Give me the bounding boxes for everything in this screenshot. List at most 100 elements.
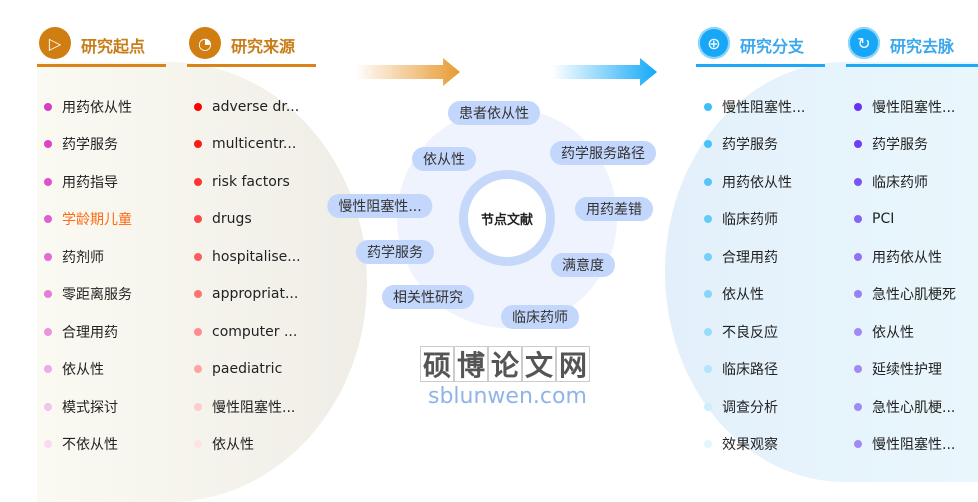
list-item-label: 学龄期儿童 xyxy=(62,212,132,229)
list-item[interactable]: 慢性阻塞性... xyxy=(854,88,956,126)
list-item[interactable]: 临床药师 xyxy=(704,201,805,239)
keyword-node[interactable]: 慢性阻塞性... xyxy=(327,194,433,218)
list-item[interactable]: 药剂师 xyxy=(44,238,132,276)
list-item-label: computer ... xyxy=(212,323,298,340)
column-title: 研究起点 xyxy=(81,37,146,56)
list-item[interactable]: 药学服务 xyxy=(704,126,805,164)
play-icon: ▷ xyxy=(39,27,71,59)
list-item[interactable]: 用药依从性 xyxy=(854,238,956,276)
list-item[interactable]: 不依从性 xyxy=(44,426,132,464)
list-item[interactable]: paediatric xyxy=(194,351,301,389)
keyword-node[interactable]: 满意度 xyxy=(551,253,615,277)
center-node[interactable]: 节点文献 xyxy=(459,170,555,266)
list-item[interactable]: 合理用药 xyxy=(704,238,805,276)
bullet-dot-icon xyxy=(854,252,862,261)
keyword-node[interactable]: 患者依从性 xyxy=(448,101,540,125)
watermark-char: 网 xyxy=(556,346,590,382)
bullet-dot-icon xyxy=(854,440,862,449)
watermark-url: sblunwen.com xyxy=(428,384,587,409)
list-item-label: 用药依从性 xyxy=(722,174,792,191)
bullet-dot-icon xyxy=(704,215,712,224)
list-item-label: drugs xyxy=(212,211,252,228)
list-item-label: 调查分析 xyxy=(722,399,778,416)
list-item[interactable]: 学龄期儿童 xyxy=(44,201,132,239)
list-item-label: 急性心肌梗死 xyxy=(872,287,956,304)
list-item-label: 临床药师 xyxy=(722,212,778,229)
watermark-char: 博 xyxy=(454,346,488,382)
list-item[interactable]: computer ... xyxy=(194,313,301,351)
list-item[interactable]: 模式探讨 xyxy=(44,388,132,426)
list-item[interactable]: 急性心肌梗死 xyxy=(854,276,956,314)
list-item[interactable]: hospitalise... xyxy=(194,238,301,276)
bullet-dot-icon xyxy=(854,102,862,111)
list-item[interactable]: 用药指导 xyxy=(44,163,132,201)
list-item[interactable]: adverse dr... xyxy=(194,88,301,126)
list-item-label: 药学服务 xyxy=(62,137,118,154)
list-item-label: 依从性 xyxy=(722,287,764,304)
watermark-char: 硕 xyxy=(420,346,454,382)
list-item[interactable]: 合理用药 xyxy=(44,313,132,351)
list-item[interactable]: 调查分析 xyxy=(704,388,805,426)
list-item[interactable]: 临床药师 xyxy=(854,163,956,201)
list-item-label: 合理用药 xyxy=(62,324,118,341)
bullet-dot-icon xyxy=(704,102,712,111)
list-item-label: 药剂师 xyxy=(62,249,104,266)
list-item-label: risk factors xyxy=(212,173,290,190)
keyword-node[interactable]: 相关性研究 xyxy=(382,285,474,309)
list-item[interactable]: 零距离服务 xyxy=(44,276,132,314)
list-item[interactable]: risk factors xyxy=(194,163,301,201)
bullet-dot-icon xyxy=(854,215,862,224)
bullet-dot-icon xyxy=(194,252,202,261)
keyword-node[interactable]: 临床药师 xyxy=(501,305,579,329)
bullet-dot-icon xyxy=(194,177,202,186)
list-item[interactable]: 延续性护理 xyxy=(854,351,956,389)
research-branch-list: 慢性阻塞性...药学服务用药依从性临床药师合理用药依从性不良反应临床路径调查分析… xyxy=(704,88,805,463)
list-item[interactable]: 药学服务 xyxy=(44,126,132,164)
list-item[interactable]: 慢性阻塞性... xyxy=(194,388,301,426)
keyword-node[interactable]: 药学服务路径 xyxy=(550,141,656,165)
bullet-dot-icon xyxy=(704,402,712,411)
column-title: 研究去脉 xyxy=(890,37,955,56)
keyword-node[interactable]: 依从性 xyxy=(412,147,476,171)
watermark-char: 论 xyxy=(488,346,522,382)
list-item[interactable]: 慢性阻塞性... xyxy=(854,426,956,464)
bullet-dot-icon xyxy=(44,140,52,149)
list-item-label: 用药依从性 xyxy=(62,99,132,116)
list-item[interactable]: 临床路径 xyxy=(704,351,805,389)
bullet-dot-icon xyxy=(704,440,712,449)
research-start-list: 用药依从性药学服务用药指导学龄期儿童药剂师零距离服务合理用药依从性模式探讨不依从… xyxy=(44,88,132,463)
list-item[interactable]: 依从性 xyxy=(194,426,301,464)
plus-circle-icon: ⊕ xyxy=(698,27,730,59)
list-item[interactable]: PCI xyxy=(854,201,956,239)
list-item-label: 效果观察 xyxy=(722,437,778,454)
bullet-dot-icon xyxy=(44,215,52,224)
bullet-dot-icon xyxy=(194,365,202,374)
bullet-dot-icon xyxy=(854,365,862,374)
list-item[interactable]: 不良反应 xyxy=(704,313,805,351)
bullet-dot-icon xyxy=(44,102,52,111)
list-item[interactable]: 药学服务 xyxy=(854,126,956,164)
list-item[interactable]: appropriat... xyxy=(194,276,301,314)
keyword-node[interactable]: 药学服务 xyxy=(356,240,434,264)
bullet-dot-icon xyxy=(194,215,202,224)
list-item[interactable]: 急性心肌梗... xyxy=(854,388,956,426)
list-item[interactable]: multicentr... xyxy=(194,126,301,164)
list-item[interactable]: 依从性 xyxy=(44,351,132,389)
list-item[interactable]: 效果观察 xyxy=(704,426,805,464)
list-item-label: 慢性阻塞性... xyxy=(872,99,956,116)
list-item-label: 用药指导 xyxy=(62,174,118,191)
list-item[interactable]: 依从性 xyxy=(704,276,805,314)
bullet-dot-icon xyxy=(194,440,202,449)
research-source-list: adverse dr... multicentr... risk factors dr… xyxy=(194,88,301,463)
list-item[interactable]: 依从性 xyxy=(854,313,956,351)
keyword-node[interactable]: 用药差错 xyxy=(575,197,653,221)
list-item[interactable]: drugs xyxy=(194,201,301,239)
list-item[interactable]: 用药依从性 xyxy=(704,163,805,201)
list-item[interactable]: 用药依从性 xyxy=(44,88,132,126)
bullet-dot-icon xyxy=(194,327,202,336)
bullet-dot-icon xyxy=(194,402,202,411)
list-item-label: multicentr... xyxy=(212,136,297,153)
list-item[interactable]: 慢性阻塞性... xyxy=(704,88,805,126)
list-item-label: 依从性 xyxy=(212,437,254,454)
